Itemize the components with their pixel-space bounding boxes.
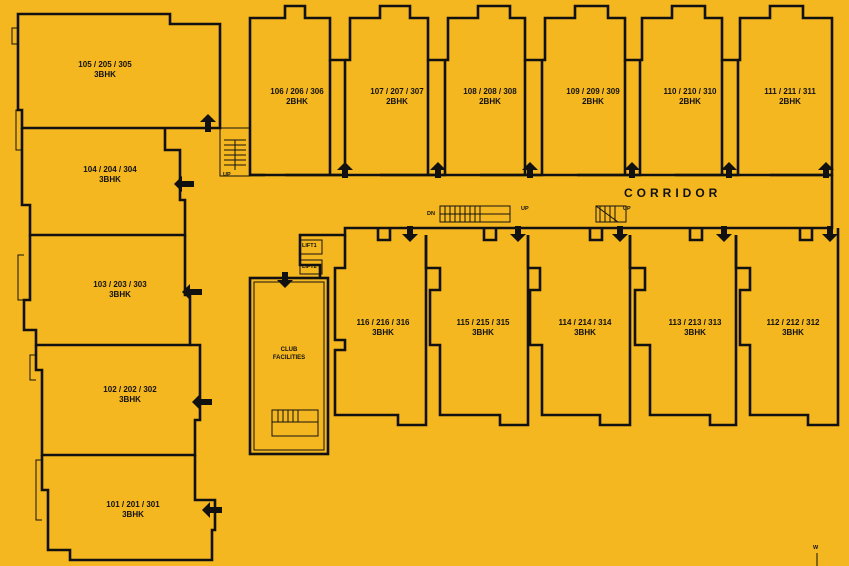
entry-arrow: [277, 272, 293, 288]
entrance-arrows: [174, 114, 838, 518]
entry-arrow: [202, 502, 222, 518]
entry-arrow: [612, 226, 628, 242]
entry-arrow: [822, 226, 838, 242]
entry-arrow: [522, 162, 538, 178]
entry-arrow: [402, 226, 418, 242]
entry-arrow: [200, 114, 216, 132]
left-stair: [219, 127, 251, 177]
entry-arrow: [624, 162, 640, 178]
corridor-stair-2: [595, 205, 627, 223]
lift-area: [299, 239, 323, 275]
entry-arrow: [174, 176, 194, 192]
entry-arrow: [510, 226, 526, 242]
compass-label: W: [813, 545, 819, 551]
entry-arrow: [721, 162, 737, 178]
entry-arrow: [818, 162, 834, 178]
entry-arrow: [337, 162, 353, 178]
stair-up-label: UP: [521, 206, 529, 212]
corridor: [248, 128, 834, 278]
stair-up-label-3: UP: [223, 172, 231, 178]
corridor-label: CORRIDOR: [624, 186, 722, 200]
lift2-label: LIFT2: [302, 264, 317, 270]
left-wing: [11, 12, 222, 562]
entry-arrow: [182, 284, 202, 300]
bottom-wing: [333, 228, 840, 427]
stair-up-label-2: UP: [623, 206, 631, 212]
entry-arrow: [430, 162, 446, 178]
club-facilities-area: [248, 276, 330, 456]
entry-arrow: [716, 226, 732, 242]
entry-arrow: [192, 394, 212, 410]
lift1-label: LIFT1: [302, 243, 317, 249]
stair-dn-label: DN: [427, 211, 435, 217]
corridor-stair-1: [439, 205, 511, 223]
